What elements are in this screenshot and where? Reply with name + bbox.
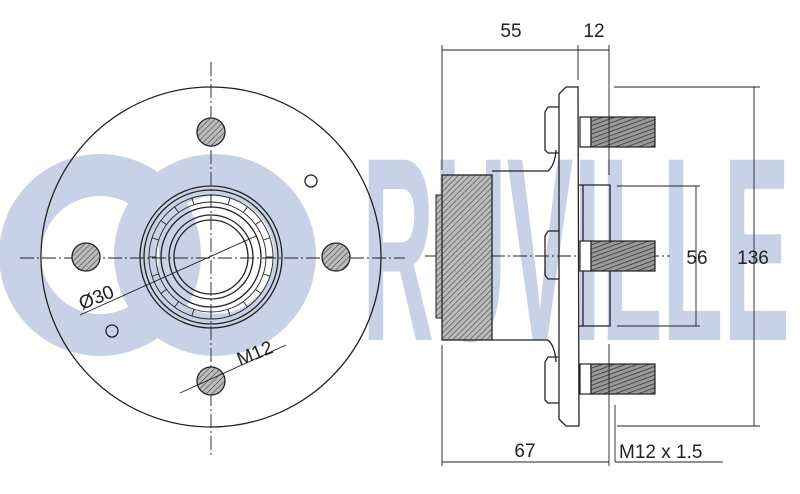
front-view: Ø30 M12 bbox=[20, 62, 405, 455]
bolt-hole bbox=[196, 117, 226, 147]
boss bbox=[544, 356, 559, 404]
seal bbox=[435, 194, 443, 319]
cage-separator bbox=[227, 197, 231, 205]
cage-separator bbox=[151, 237, 159, 241]
cage-separator bbox=[227, 309, 231, 317]
thread-spec-label: M12 x 1.5 bbox=[619, 442, 702, 463]
dim-flange-diameter: 136 bbox=[737, 248, 769, 269]
cage-separator bbox=[151, 273, 159, 277]
cage-separator bbox=[160, 220, 167, 226]
cage-separator bbox=[255, 288, 262, 294]
cage-separator bbox=[263, 273, 271, 277]
bolt-hole bbox=[321, 242, 351, 272]
cage-separator bbox=[242, 206, 248, 213]
cage-separator bbox=[174, 206, 180, 213]
hub-body bbox=[441, 174, 493, 341]
bore-diameter-label: Ø30 bbox=[76, 282, 117, 315]
boss bbox=[544, 106, 559, 154]
flange-outline bbox=[40, 86, 382, 428]
cage-separator bbox=[191, 197, 195, 205]
bolt-hole bbox=[196, 366, 226, 396]
logo-ring-right bbox=[114, 154, 316, 356]
bore-leader bbox=[79, 235, 257, 316]
cage-separator bbox=[160, 288, 167, 294]
bearing bbox=[139, 185, 283, 329]
cage-separator bbox=[255, 220, 262, 226]
bolt-hole bbox=[71, 242, 101, 272]
wheel-studs bbox=[579, 116, 656, 395]
logo-ring-left bbox=[0, 154, 201, 356]
small-hole bbox=[304, 174, 318, 188]
dimension-lines bbox=[441, 45, 760, 466]
ruville-watermark-logo bbox=[0, 154, 316, 356]
stud-leader bbox=[179, 344, 287, 394]
cage-separator bbox=[263, 237, 271, 241]
dim-hub-length: 55 bbox=[500, 21, 521, 42]
bolt-holes bbox=[71, 117, 351, 396]
dim-flange-thickness: 12 bbox=[583, 21, 604, 42]
cage-separator bbox=[191, 309, 195, 317]
cage-separator bbox=[174, 301, 180, 308]
dim-pilot-diameter: 56 bbox=[686, 248, 707, 269]
cage-separator bbox=[242, 301, 248, 308]
small-hole bbox=[105, 324, 119, 338]
watermark-text: RUVILLE bbox=[362, 103, 790, 396]
dim-overall-length: 67 bbox=[514, 441, 535, 462]
flange bbox=[558, 86, 580, 427]
boss bbox=[544, 230, 559, 280]
side-view: 55 12 67 56 136 M12 x 1.5 bbox=[425, 21, 769, 466]
